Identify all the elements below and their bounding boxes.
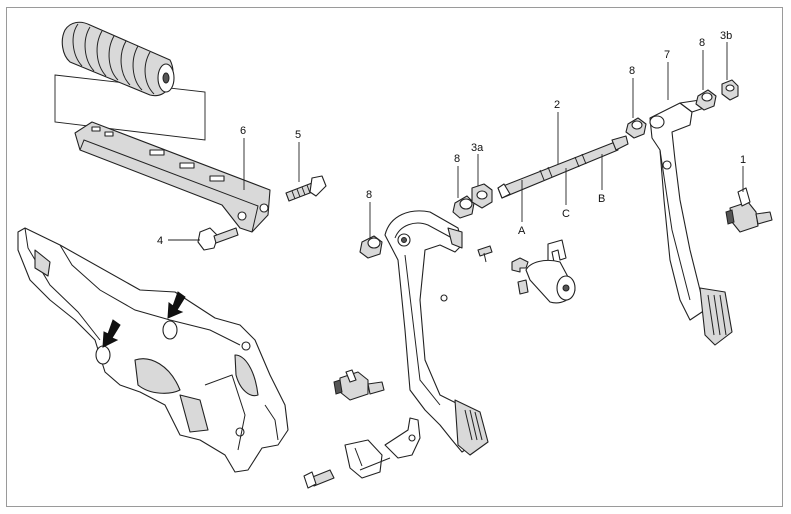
callout-8-shaft: 8 <box>454 153 460 165</box>
callout-3b: 3b <box>720 30 732 42</box>
callout-2: 2 <box>554 99 560 111</box>
callout-labels: 1 2 3a 3b 4 5 6 7 8 8 8 8 A B C <box>157 30 746 247</box>
master-cylinder-fork <box>511 257 576 304</box>
clutch-pedal <box>384 210 489 456</box>
clip <box>547 239 567 263</box>
bushing-8-shaft <box>452 195 475 219</box>
bolt-4 <box>197 227 239 251</box>
callout-8-brake: 8 <box>629 65 635 77</box>
callout-C: C <box>562 208 570 220</box>
callout-7: 7 <box>664 49 670 61</box>
clevis-pin <box>477 245 493 263</box>
bolt-5 <box>285 175 327 202</box>
brake-pedal-7 <box>649 99 733 346</box>
callout-B: B <box>598 193 605 205</box>
diagram-frame <box>6 7 783 507</box>
callout-3a: 3a <box>471 142 484 154</box>
callout-4: 4 <box>157 235 163 247</box>
pedal-box-bracket <box>17 227 289 473</box>
callout-1: 1 <box>740 154 746 166</box>
rubber-boot <box>54 21 206 141</box>
nut-3a <box>471 183 493 209</box>
pedal-switch-lower <box>333 369 385 401</box>
bushing-8-left <box>359 235 383 259</box>
bushing-8-top <box>695 89 717 111</box>
callout-5: 5 <box>295 129 301 141</box>
callout-8-top: 8 <box>699 37 705 49</box>
switch-bracket <box>303 417 421 489</box>
leader-lines <box>168 42 744 241</box>
pivot-shaft-2 <box>497 135 629 199</box>
nut-3b <box>721 79 739 101</box>
callout-8-clutch: 8 <box>366 189 372 201</box>
pedal-switch-1 <box>725 187 773 233</box>
callout-6: 6 <box>240 125 246 137</box>
bracket-6 <box>74 121 271 233</box>
bushing-8-brake <box>625 117 647 139</box>
callout-A: A <box>518 225 526 237</box>
